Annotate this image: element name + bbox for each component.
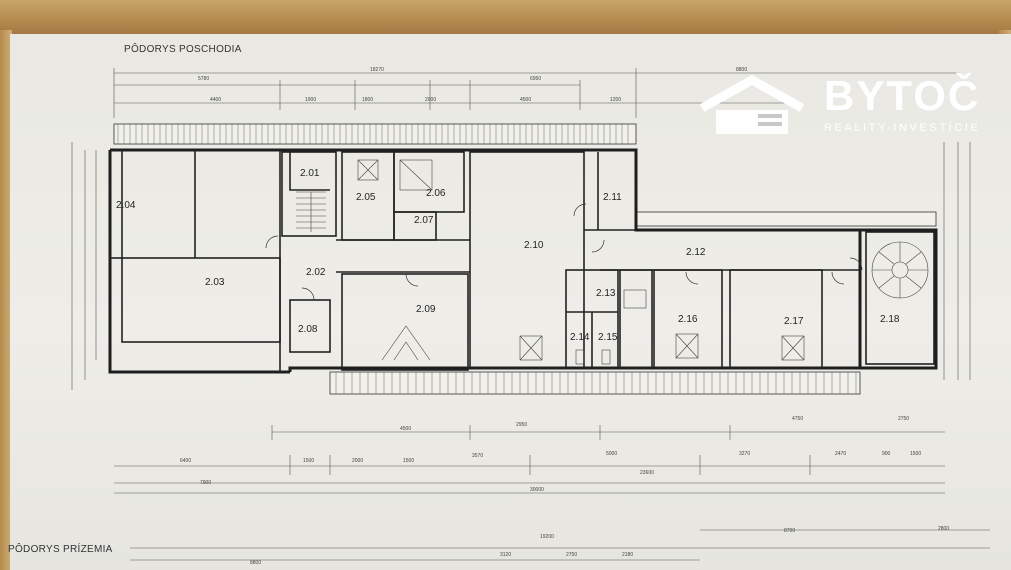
upper-floor-title: PÔDORYS POSCHODIA	[124, 44, 242, 55]
svg-text:23600: 23600	[640, 470, 654, 476]
svg-text:6400: 6400	[180, 458, 191, 464]
svg-text:3570: 3570	[472, 453, 483, 459]
svg-text:7900: 7900	[200, 480, 211, 486]
svg-text:5000: 5000	[606, 451, 617, 457]
svg-text:18270: 18270	[370, 67, 384, 73]
svg-text:8800: 8800	[250, 560, 261, 566]
svg-text:1800: 1800	[362, 97, 373, 103]
svg-text:5780: 5780	[198, 76, 209, 82]
room-label: 2.04	[116, 200, 136, 211]
room-label: 2.18	[880, 314, 900, 325]
svg-text:2750: 2750	[566, 552, 577, 558]
svg-text:19200: 19200	[540, 534, 554, 540]
svg-text:8700: 8700	[784, 528, 795, 534]
room-label: 2.03	[205, 277, 225, 288]
svg-text:2000: 2000	[352, 458, 363, 464]
brand-tagline: REALITY-INVESTÍCIE	[824, 122, 981, 134]
room-label: 2.14	[570, 332, 590, 343]
blueprint-sheet	[10, 34, 1011, 570]
svg-text:1500: 1500	[303, 458, 314, 464]
room-label: 2.15	[598, 332, 618, 343]
svg-text:2180: 2180	[622, 552, 633, 558]
room-label: 2.08	[298, 324, 318, 335]
room-label: 2.07	[414, 215, 434, 226]
svg-text:2000: 2000	[425, 97, 436, 103]
room-label: 2.05	[356, 192, 376, 203]
svg-text:1500: 1500	[403, 458, 414, 464]
svg-text:3120: 3120	[500, 552, 511, 558]
room-label: 2.10	[524, 240, 544, 251]
room-label: 2.09	[416, 304, 436, 315]
picture-frame-left	[0, 30, 12, 570]
ground-floor-title: PÔDORYS PRÍZEMIA	[8, 544, 113, 555]
svg-text:4750: 4750	[792, 416, 803, 422]
dimension-labels: 5780 18270 6950 8800 4400 1900 1800 2000…	[180, 67, 949, 566]
svg-text:1500: 1500	[910, 451, 921, 457]
room-label: 2.02	[306, 267, 326, 278]
svg-text:900: 900	[882, 451, 891, 457]
picture-frame-top	[0, 0, 1011, 38]
house-roof-icon	[699, 74, 805, 134]
svg-text:2470: 2470	[835, 451, 846, 457]
room-label: 2.01	[300, 168, 320, 179]
room-label: 2.16	[678, 314, 698, 325]
svg-text:1900: 1900	[305, 97, 316, 103]
brand-logo: BYTOČ REALITY-INVESTÍCIE	[698, 74, 998, 138]
room-label: 2.13	[596, 288, 616, 299]
room-label: 2.06	[426, 188, 446, 199]
svg-text:2800: 2800	[938, 526, 949, 532]
room-labels: 2.04 2.03 2.01 2.02 2.08 2.05 2.06 2.07 …	[116, 168, 900, 343]
room-label: 2.17	[784, 316, 804, 327]
svg-text:4400: 4400	[210, 97, 221, 103]
svg-text:3270: 3270	[739, 451, 750, 457]
svg-text:2750: 2750	[898, 416, 909, 422]
svg-text:4500: 4500	[400, 426, 411, 432]
brand-name: BYTOČ	[824, 72, 981, 119]
svg-text:30000: 30000	[530, 487, 544, 493]
svg-text:6950: 6950	[530, 76, 541, 82]
svg-text:2950: 2950	[516, 422, 527, 428]
room-label: 2.12	[686, 247, 706, 258]
svg-text:4500: 4500	[520, 97, 531, 103]
svg-text:8800: 8800	[736, 67, 747, 73]
room-label: 2.11	[603, 192, 622, 203]
svg-text:1200: 1200	[610, 97, 621, 103]
